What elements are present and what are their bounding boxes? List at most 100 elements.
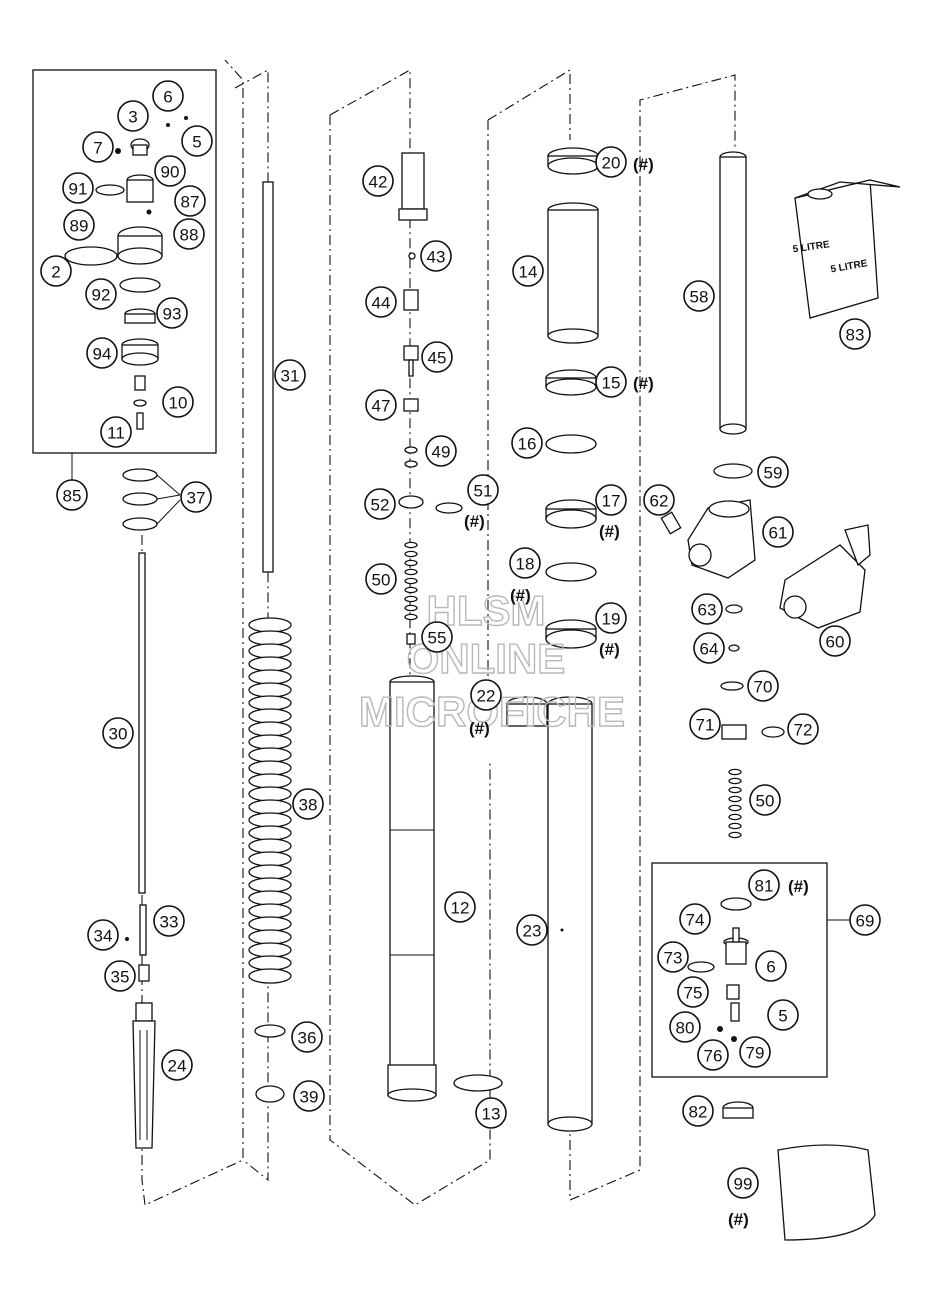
callout-16: 16	[511, 427, 543, 459]
callout-35: 35	[104, 960, 136, 992]
callout-label: 7	[93, 139, 102, 158]
callout-circle	[292, 788, 324, 820]
callout-circle	[762, 516, 794, 548]
callout-23: 23	[516, 914, 548, 946]
spring-coil	[248, 838, 292, 854]
callout-circle	[117, 100, 149, 132]
shim	[728, 786, 742, 794]
spring-coil	[248, 669, 292, 685]
callout-circle	[162, 386, 194, 418]
callout-73: 73	[657, 941, 689, 973]
callout-circle	[425, 435, 457, 467]
callout-circle	[153, 905, 185, 937]
spring-coil	[248, 942, 292, 958]
callout-circle	[421, 621, 453, 653]
callout-circle	[697, 1039, 729, 1071]
callout-5: 5	[767, 999, 799, 1031]
outer-tube-parts	[506, 147, 599, 1132]
callout-circle	[691, 593, 723, 625]
callout-36: 36	[291, 1021, 323, 1053]
callout-label: 10	[169, 394, 188, 413]
callout-label: 16	[518, 435, 537, 454]
callout-circle	[161, 1049, 193, 1081]
callout-14: 14	[512, 255, 544, 287]
callout-label: 75	[684, 984, 703, 1003]
callout-label: 38	[299, 796, 318, 815]
callout-circle	[364, 488, 396, 520]
callout-label: 13	[482, 1105, 501, 1124]
callout-38: 38	[292, 788, 324, 820]
callout-label: 87	[181, 193, 200, 212]
callout-circle	[689, 708, 721, 740]
hash-marker-81: (#)	[788, 877, 809, 896]
shim-stack	[404, 541, 418, 621]
hash-marker-17: (#)	[599, 522, 620, 541]
callout-circle	[683, 280, 715, 312]
callout-circle	[152, 80, 184, 112]
callout-label: 85	[63, 487, 82, 506]
callout-20: 20	[595, 146, 627, 178]
callout-label: 50	[756, 792, 775, 811]
callout-69: 69	[849, 904, 881, 936]
shim	[728, 822, 742, 830]
callout-circle	[365, 389, 397, 421]
callout-71: 71	[689, 708, 721, 740]
callout-99: 99	[727, 1167, 759, 1199]
shim	[728, 813, 742, 821]
callout-17: 17	[595, 484, 627, 516]
callout-39: 39	[293, 1080, 325, 1112]
callout-12: 12	[444, 891, 476, 923]
callout-circle	[669, 1011, 701, 1043]
callout-7: 7	[82, 131, 114, 163]
callout-6: 6	[755, 950, 787, 982]
callout-43: 43	[420, 240, 452, 272]
callout-circle	[86, 337, 118, 369]
callout-60: 60	[819, 625, 851, 657]
callout-label: 81	[755, 877, 774, 896]
spring-coil	[248, 825, 292, 841]
callout-63: 63	[691, 593, 723, 625]
spring-coil	[248, 760, 292, 776]
spring-coil	[248, 682, 292, 698]
callout-label: 36	[298, 1029, 317, 1048]
callout-circle	[85, 278, 117, 310]
callout-circle	[512, 255, 544, 287]
callout-circle	[467, 474, 499, 506]
callout-circle	[104, 960, 136, 992]
callout-label: 14	[519, 263, 538, 282]
callout-circle	[748, 869, 780, 901]
callout-circle	[839, 318, 871, 350]
spring-coil	[248, 734, 292, 750]
callout-11: 11	[100, 416, 132, 448]
hash-marker-18: (#)	[510, 586, 531, 605]
callout-93: 93	[156, 297, 188, 329]
callout-91: 91	[62, 172, 94, 204]
callout-label: 52	[371, 496, 390, 515]
right-column-parts: 5 LITRE 5 LITRE	[660, 151, 901, 1241]
callout-52: 52	[364, 488, 396, 520]
callout-circle	[40, 255, 72, 287]
hash-markers: (#) (#) (#) (#) (#) (#) (#) (#) (#)	[464, 155, 809, 1229]
callout-label: 22	[477, 687, 496, 706]
callout-59: 59	[757, 456, 789, 488]
callout-label: 11	[107, 424, 125, 443]
callout-label: 20	[602, 154, 621, 173]
callout-31: 31	[274, 359, 306, 391]
callout-circle	[679, 903, 711, 935]
callout-circle	[657, 941, 689, 973]
callout-label: 73	[664, 949, 683, 968]
callout-5: 5	[181, 125, 213, 157]
callout-62: 62	[643, 484, 675, 516]
callout-circle	[595, 602, 627, 634]
callout-circle	[747, 670, 779, 702]
callout-2: 2	[40, 255, 72, 287]
callout-label: 89	[70, 217, 89, 236]
callout-circle	[595, 484, 627, 516]
callout-3: 3	[117, 100, 149, 132]
callout-label: 37	[187, 489, 206, 508]
callout-88: 88	[173, 218, 205, 250]
callout-94: 94	[86, 337, 118, 369]
callout-label: 2	[51, 263, 60, 282]
shim	[404, 613, 418, 621]
